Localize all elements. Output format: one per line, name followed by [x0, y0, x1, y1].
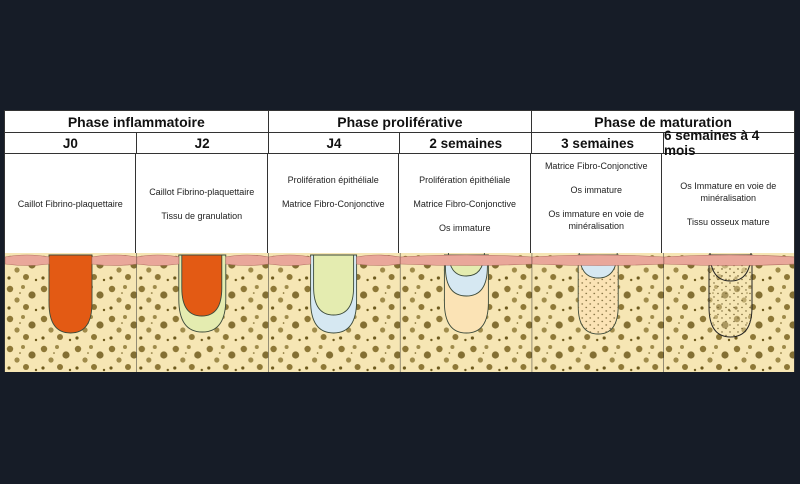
- stage-j4: J4: [269, 133, 401, 153]
- bone-column-1: [136, 253, 270, 372]
- bone-column-4: [531, 253, 665, 372]
- stage-6-weeks-4-months: 6 semaines à 4 mois: [663, 128, 760, 158]
- gum-layer: [400, 254, 533, 266]
- phase-maturation: Phase de maturation: [594, 113, 732, 130]
- description-line: Prolifération épithéliale: [419, 174, 511, 185]
- gum-layer: [268, 254, 311, 266]
- gum-layer: [91, 254, 138, 266]
- gum-layer: [531, 254, 665, 266]
- description-j0: Caillot Fibrino-plaquettaire: [5, 154, 137, 253]
- bone-illustrations: [5, 253, 794, 372]
- wound-layer: [313, 254, 355, 316]
- description-line: Os immature: [438, 222, 491, 233]
- description-line: Matrice Fibro-Conjonctive: [281, 199, 385, 209]
- description-line: Os immature: [570, 185, 622, 195]
- stage-header-row: J0 J2 J4 2 semaines 3 semaines 6 semaine…: [5, 128, 794, 158]
- description-2-weeks: Prolifération épithéliale Matrice Fibro-…: [399, 154, 531, 253]
- stage-j2: J2: [137, 133, 269, 153]
- gum-layer: [5, 254, 50, 266]
- bone-column-0: [5, 253, 138, 372]
- description-line: Tissu de granulation: [161, 210, 243, 221]
- description-line: Matrice Fibro-Conjonctive: [413, 198, 516, 209]
- description-line: Matrice Fibro-Conjonctive: [544, 161, 648, 171]
- phase-inflammatory: Phase inflammatoire: [5, 111, 269, 132]
- stage-2-weeks: 2 semaines: [400, 133, 533, 153]
- gum-layer: [225, 254, 269, 266]
- description-line: Prolifération épithéliale: [287, 175, 379, 185]
- healing-phases-table: Phase inflammatoire Phase proliférative …: [4, 110, 795, 372]
- phase-proliferative: Phase proliférative: [269, 111, 533, 132]
- description-j2: Caillot Fibrino-plaquettaire Tissu de gr…: [136, 154, 268, 253]
- description-line: Caillot Fibrino-plaquettaire: [149, 186, 255, 197]
- description-line: Caillot Fibrino-plaquettaire: [17, 198, 123, 209]
- description-j4: Prolifération épithéliale Matrice Fibro-…: [268, 154, 400, 253]
- description-3-weeks: Matrice Fibro-Conjonctive Os immature Os…: [531, 154, 663, 253]
- gum-layer: [663, 254, 794, 266]
- wound-layer: [181, 254, 223, 317]
- gum-layer: [356, 254, 401, 266]
- description-line: Os immature en voie de minéralisation: [548, 209, 644, 231]
- phase-header-row: Phase inflammatoire Phase proliférative …: [5, 111, 794, 133]
- description-6-weeks: Os Immature en voie de minéralisation Ti…: [662, 154, 794, 253]
- stage-3-weeks: 3 semaines: [532, 133, 664, 153]
- stage-descriptions: Caillot Fibrino-plaquettaire Caillot Fib…: [5, 154, 794, 253]
- wound-layer: [48, 254, 93, 334]
- stage-j0: J0: [5, 133, 137, 153]
- bone-column-3: [400, 253, 533, 372]
- bone-column-5: [663, 253, 794, 372]
- gum-layer: [136, 254, 180, 266]
- bone-column-2: [268, 253, 401, 372]
- description-line: Tissu osseux mature: [686, 216, 770, 227]
- description-line: Os Immature en voie de minéralisation: [680, 180, 777, 203]
